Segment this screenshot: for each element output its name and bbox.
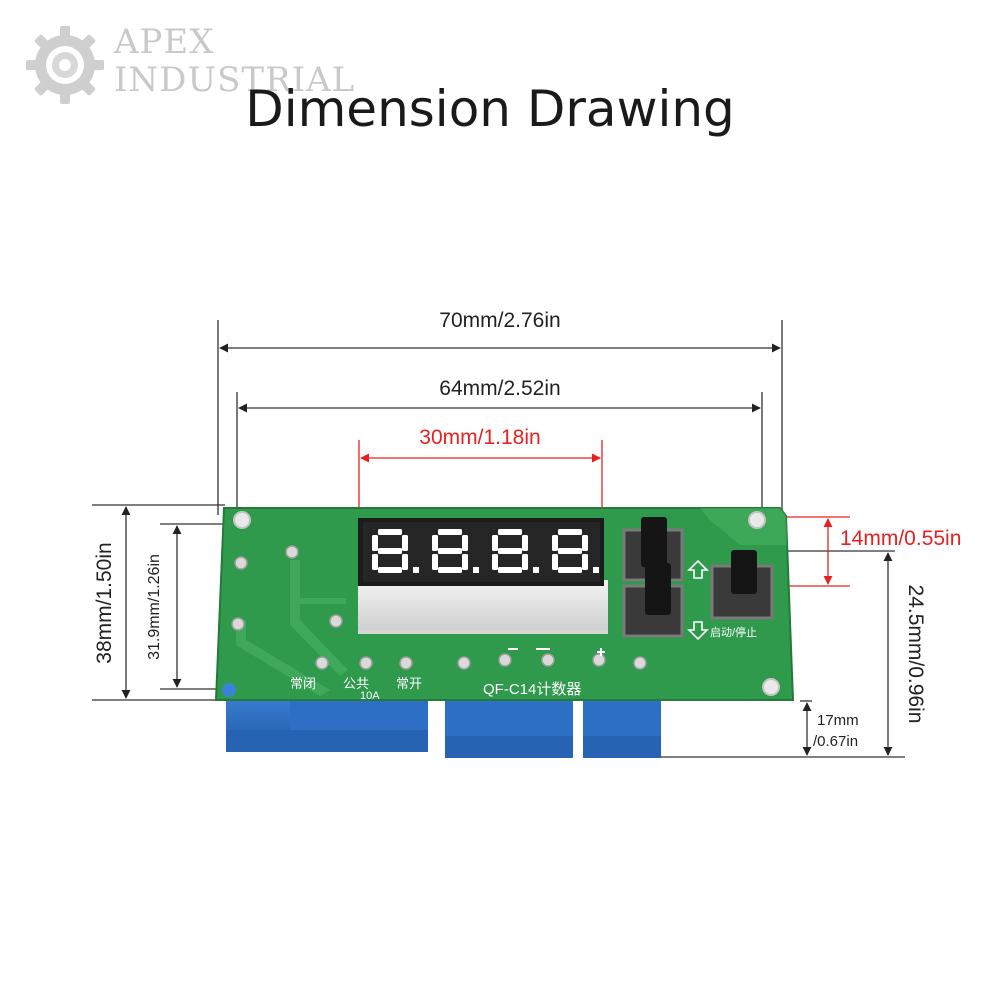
segment — [582, 535, 588, 551]
dim-button-height: 14mm/0.55in — [840, 527, 962, 550]
label-normally-closed: 常闭 — [290, 676, 316, 691]
segment — [492, 535, 498, 551]
label-common: 公共 — [343, 676, 369, 691]
page-title: Dimension Drawing — [245, 80, 735, 138]
segment — [402, 535, 408, 551]
logo-line2: INDUSTRIAL — [114, 60, 356, 100]
segment — [498, 529, 522, 535]
silkscreen-labels: 常闭 公共 10A 常开 QF-C14计数器 启动/停止 — [290, 625, 757, 702]
label-current-rating: 10A — [360, 690, 380, 702]
decimal-point — [413, 567, 419, 573]
push-buttons — [622, 517, 774, 641]
display-digits — [372, 529, 599, 573]
segment — [558, 548, 582, 554]
decimal-point — [533, 567, 539, 573]
label-model: QF-C14计数器 — [483, 681, 581, 698]
digit-2 — [432, 529, 479, 573]
segment — [432, 535, 438, 551]
segment — [438, 548, 462, 554]
company-logo: APEX INDUSTRIAL — [22, 20, 372, 104]
segment — [552, 554, 558, 570]
segment — [522, 554, 528, 570]
segment — [582, 554, 588, 570]
segment — [558, 567, 582, 573]
dim-board-right-height: 24.5mm/0.96in — [904, 584, 927, 724]
segment — [558, 529, 582, 535]
segment — [498, 567, 522, 573]
led-display — [358, 518, 608, 634]
digit-3 — [492, 529, 539, 573]
label-normally-open: 常开 — [396, 676, 422, 691]
digit-4 — [552, 529, 599, 573]
dim-terminal-height-mm: 17mm — [817, 712, 859, 729]
mounting-holes — [222, 511, 780, 697]
dim-overall-width: 70mm/2.76in — [439, 309, 561, 332]
segment — [498, 548, 522, 554]
dim-terminal-height-in: /0.67in — [813, 733, 859, 750]
label-start-stop: 启动/停止 — [710, 625, 757, 639]
digit-1 — [372, 529, 419, 573]
segment — [378, 548, 402, 554]
segment — [492, 554, 498, 570]
segment — [372, 554, 378, 570]
segment — [552, 535, 558, 551]
dim-display-width: 30mm/1.18in — [419, 426, 541, 449]
gear-icon — [26, 26, 104, 104]
segment — [378, 529, 402, 535]
dim-overall-height: 38mm/1.50in — [93, 542, 116, 664]
segment — [378, 567, 402, 573]
segment — [438, 567, 462, 573]
decimal-point — [593, 567, 599, 573]
solder-pads — [231, 545, 647, 670]
segment — [522, 535, 528, 551]
segment — [372, 535, 378, 551]
segment — [432, 554, 438, 570]
decimal-point — [473, 567, 479, 573]
segment — [462, 554, 468, 570]
dim-hole-spacing-width: 64mm/2.52in — [439, 377, 561, 400]
logo-line1: APEX — [114, 22, 215, 62]
segment — [402, 554, 408, 570]
dim-hole-spacing-height: 31.9mm/1.26in — [146, 554, 163, 660]
segment — [462, 535, 468, 551]
segment — [438, 529, 462, 535]
